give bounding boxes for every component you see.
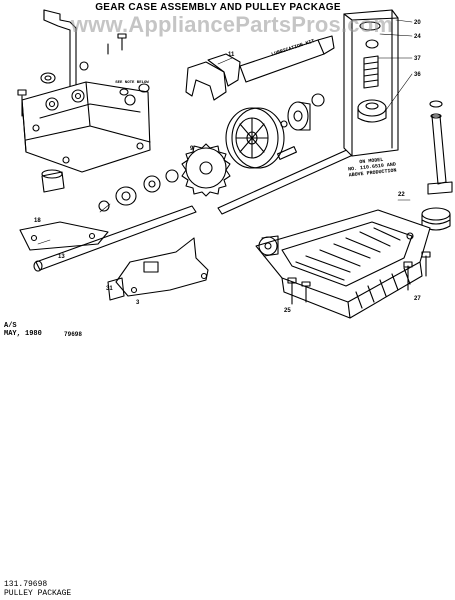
- callout-18: 18: [34, 218, 41, 224]
- callout-24: 24: [414, 34, 421, 40]
- hub-collar-part: [280, 93, 325, 131]
- callout-11: 11: [228, 52, 235, 58]
- callout-20: 20: [414, 20, 421, 26]
- callout-13: 13: [58, 254, 65, 260]
- pulley-package-box: [343, 9, 399, 157]
- pulley-small-part: [98, 169, 179, 212]
- bolt-part: [287, 251, 431, 305]
- leader-lines: [37, 19, 413, 245]
- diagram-title: GEAR CASE ASSEMBLY AND PULLEY PACKAGE: [95, 2, 341, 13]
- callout-31: 31: [106, 286, 113, 292]
- revision-date: MAY, 1980: [4, 330, 42, 338]
- callout-37: 37: [414, 56, 421, 62]
- spur-gear-part: [181, 143, 231, 197]
- gear-case-housing-part: [21, 81, 151, 173]
- bracket-plate-part: [19, 221, 109, 251]
- pulley-shaft-part: [421, 100, 453, 231]
- screw-part: [17, 33, 127, 117]
- bushing-part: [41, 169, 65, 193]
- lubrication-tube-part: [239, 35, 335, 83]
- callout-3: 3: [136, 300, 140, 306]
- washer-part: [40, 61, 150, 96]
- callout-27: 27: [414, 296, 421, 302]
- clip-part: [185, 53, 241, 101]
- watermark-text: www.AppliancePartsPros.com: [70, 12, 394, 37]
- revision-label: A/S: [4, 322, 17, 330]
- base-gear-case-part: [255, 209, 431, 319]
- callout-9: 9: [190, 146, 194, 152]
- diagram-code: 79698: [64, 331, 83, 338]
- main-shaft-part: [33, 205, 197, 272]
- small-note: SEE NOTE BELOW: [115, 81, 149, 85]
- package-name: PULLEY PACKAGE: [4, 589, 72, 598]
- mounting-bracket-part: [107, 237, 209, 301]
- callout-22: 22: [398, 192, 405, 198]
- callout-25: 25: [284, 308, 291, 314]
- model-number: 131.79698: [4, 580, 48, 589]
- large-pulley-part: [225, 107, 285, 169]
- callout-36: 36: [414, 72, 421, 78]
